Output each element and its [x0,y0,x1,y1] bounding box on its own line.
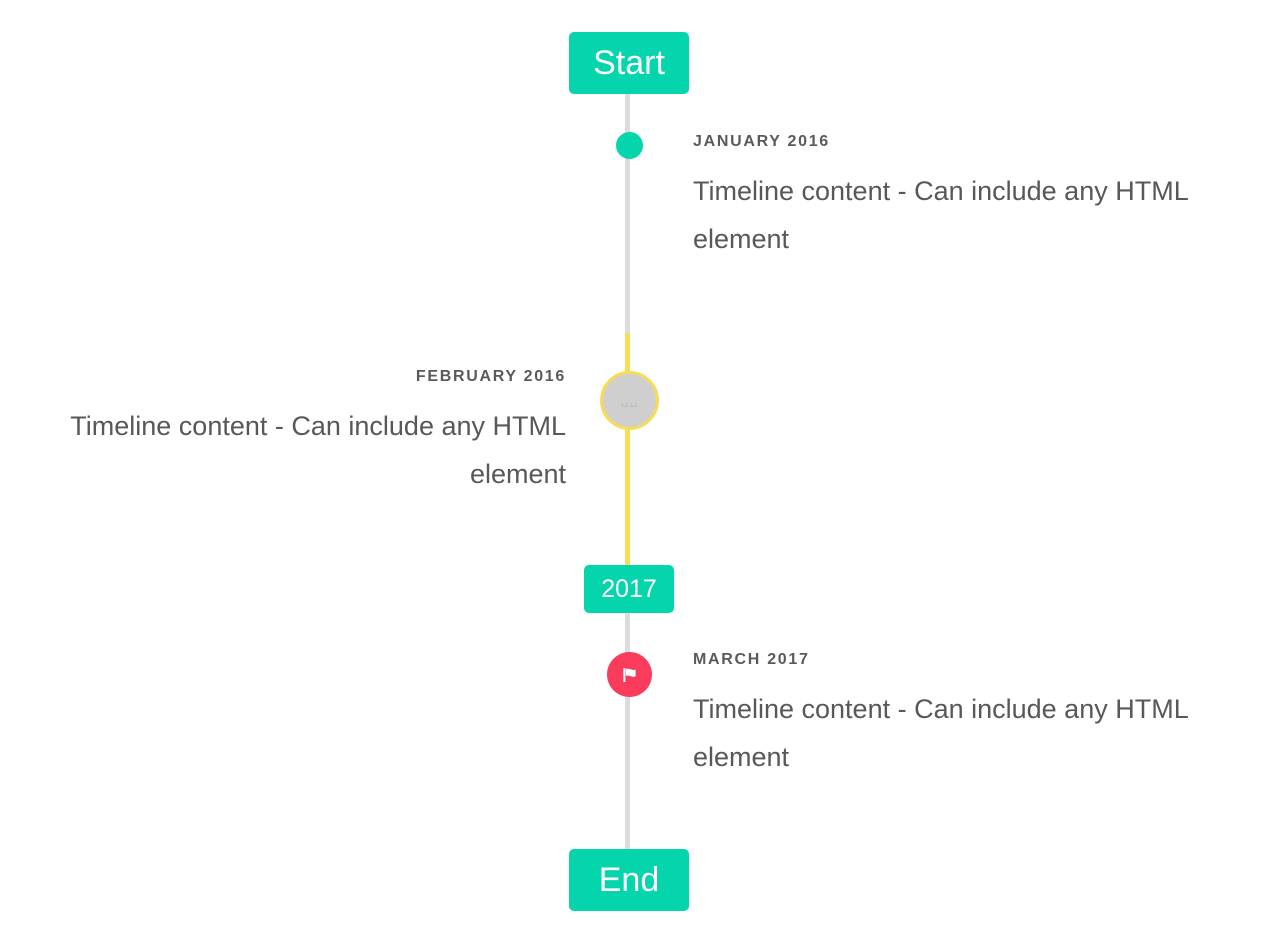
timeline-entry-march: MARCH 2017 Timeline content - Can includ… [693,651,1233,781]
timeline-entry-date: FEBRUARY 2016 [415,368,566,385]
timeline-end-label: End [598,860,660,899]
timeline-entry-january: JANUARY 2016 Timeline content - Can incl… [693,133,1233,263]
timeline-entry-date: JANUARY 2016 [693,133,830,150]
broken-image-icon: ␣␣ [620,393,639,408]
timeline-marker-ring[interactable]: ␣␣ [600,371,659,430]
timeline-milestone-chip[interactable]: 2017 [584,565,674,613]
timeline-entry-date: MARCH 2017 [693,651,810,668]
timeline-start-label: Start [593,43,665,82]
flag-icon [619,664,641,686]
timeline-entry-body: Timeline content - Can include any HTML … [70,411,566,489]
timeline-marker-dot[interactable] [616,132,643,159]
timeline-rail-bottom [625,613,630,850]
timeline-entry-body: Timeline content - Can include any HTML … [693,694,1188,772]
timeline-milestone-label: 2017 [601,574,657,603]
timeline-marker-flag[interactable] [607,652,652,697]
timeline-start-chip[interactable]: Start [569,32,689,94]
timeline-rail-highlight [625,333,630,565]
timeline-end-chip[interactable]: End [569,849,689,911]
timeline-entry-body: Timeline content - Can include any HTML … [693,176,1188,254]
timeline-rail-top [625,92,630,333]
timeline-entry-february: FEBRUARY 2016 Timeline content - Can inc… [36,368,566,498]
